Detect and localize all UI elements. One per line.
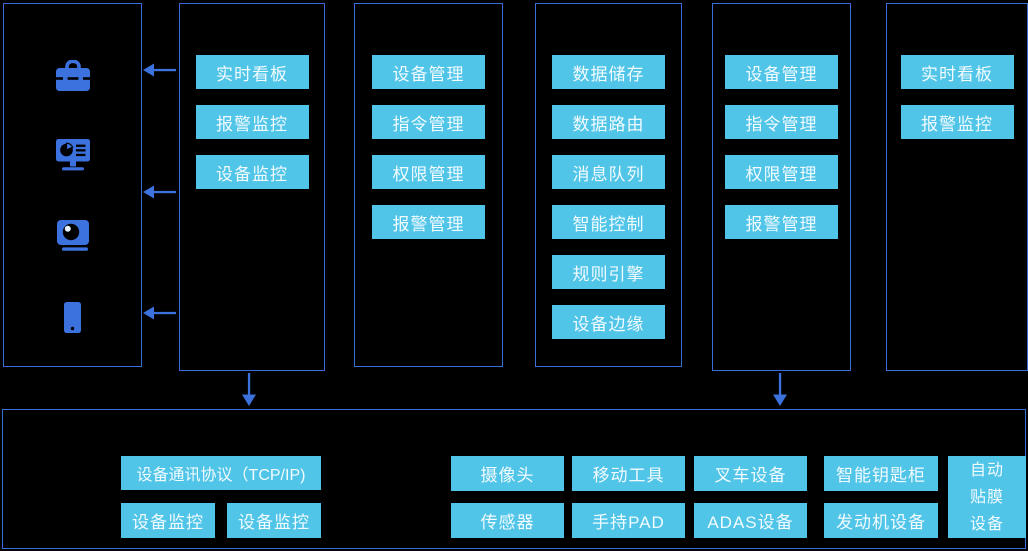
mobile-tools-node: 移动工具	[572, 456, 685, 491]
permission-mgmt-node: 权限管理	[725, 155, 838, 189]
arrow-down-icon	[242, 373, 256, 406]
command-mgmt-node: 指令管理	[372, 105, 485, 139]
forklift-device-node: 叉车设备	[694, 456, 807, 491]
panel-device-icons	[3, 3, 142, 367]
protocol-node: 设备通讯协议（TCP/IP)	[121, 456, 321, 490]
realtime-dashboard-node: 实时看板	[195, 55, 309, 89]
camera-device-node: 摄像头	[451, 456, 564, 491]
smart-key-cabinet-node: 智能钥匙柜	[824, 456, 938, 491]
panel-core-services: 数据储存 数据路由 消息队列 智能控制 规则引擎 设备边缘	[535, 3, 682, 367]
panel-device-access: 设备通讯协议（TCP/IP) 设备监控 设备监控 摄像头 移动工具 叉车设备 智…	[2, 409, 1026, 549]
data-routing-node: 数据路由	[552, 105, 665, 139]
panel-management-right: 设备管理 指令管理 权限管理 报警管理	[712, 3, 851, 371]
arrow-left-icon	[143, 306, 176, 320]
panel-monitoring-right: 实时看板 报警监控	[886, 3, 1028, 371]
auto-film-line: 自动	[969, 461, 1004, 479]
arrow-down-icon	[773, 373, 787, 406]
device-mgmt-node: 设备管理	[725, 55, 838, 89]
data-storage-node: 数据储存	[552, 55, 665, 89]
auto-film-line: 设备	[969, 515, 1004, 533]
message-queue-node: 消息队列	[552, 155, 665, 189]
alarm-mgmt-node: 报警管理	[372, 205, 485, 239]
alarm-monitor-node: 报警监控	[900, 105, 1014, 139]
smartphone-icon	[4, 302, 141, 333]
device-edge-node: 设备边缘	[552, 305, 665, 339]
panel-management-left: 设备管理 指令管理 权限管理 报警管理	[354, 3, 503, 367]
engine-device-node: 发动机设备	[824, 503, 938, 538]
command-mgmt-node: 指令管理	[725, 105, 838, 139]
rule-engine-node: 规则引擎	[552, 255, 665, 289]
device-monitor-node: 设备监控	[121, 503, 215, 538]
device-mgmt-node: 设备管理	[372, 55, 485, 89]
intelligent-control-node: 智能控制	[552, 205, 665, 239]
device-monitor-node: 设备监控	[227, 503, 321, 538]
handheld-pad-node: 手持PAD	[572, 503, 685, 538]
alarm-mgmt-node: 报警管理	[725, 205, 838, 239]
device-monitor-node: 设备监控	[195, 155, 309, 189]
arrow-left-icon	[143, 185, 176, 199]
toolbox-icon	[4, 60, 141, 91]
auto-film-line: 贴膜	[969, 488, 1004, 506]
adas-device-node: ADAS设备	[694, 503, 807, 538]
permission-mgmt-node: 权限管理	[372, 155, 485, 189]
auto-film-device-node: 自动 贴膜 设备	[948, 456, 1026, 538]
sensor-node: 传感器	[451, 503, 564, 538]
dashboard-monitor-icon	[4, 139, 141, 171]
alarm-monitor-node: 报警监控	[195, 105, 309, 139]
arrow-left-icon	[143, 63, 176, 77]
realtime-dashboard-node: 实时看板	[900, 55, 1014, 89]
camera-icon	[4, 220, 141, 251]
panel-monitoring-left: 实时看板 报警监控 设备监控	[179, 3, 325, 371]
